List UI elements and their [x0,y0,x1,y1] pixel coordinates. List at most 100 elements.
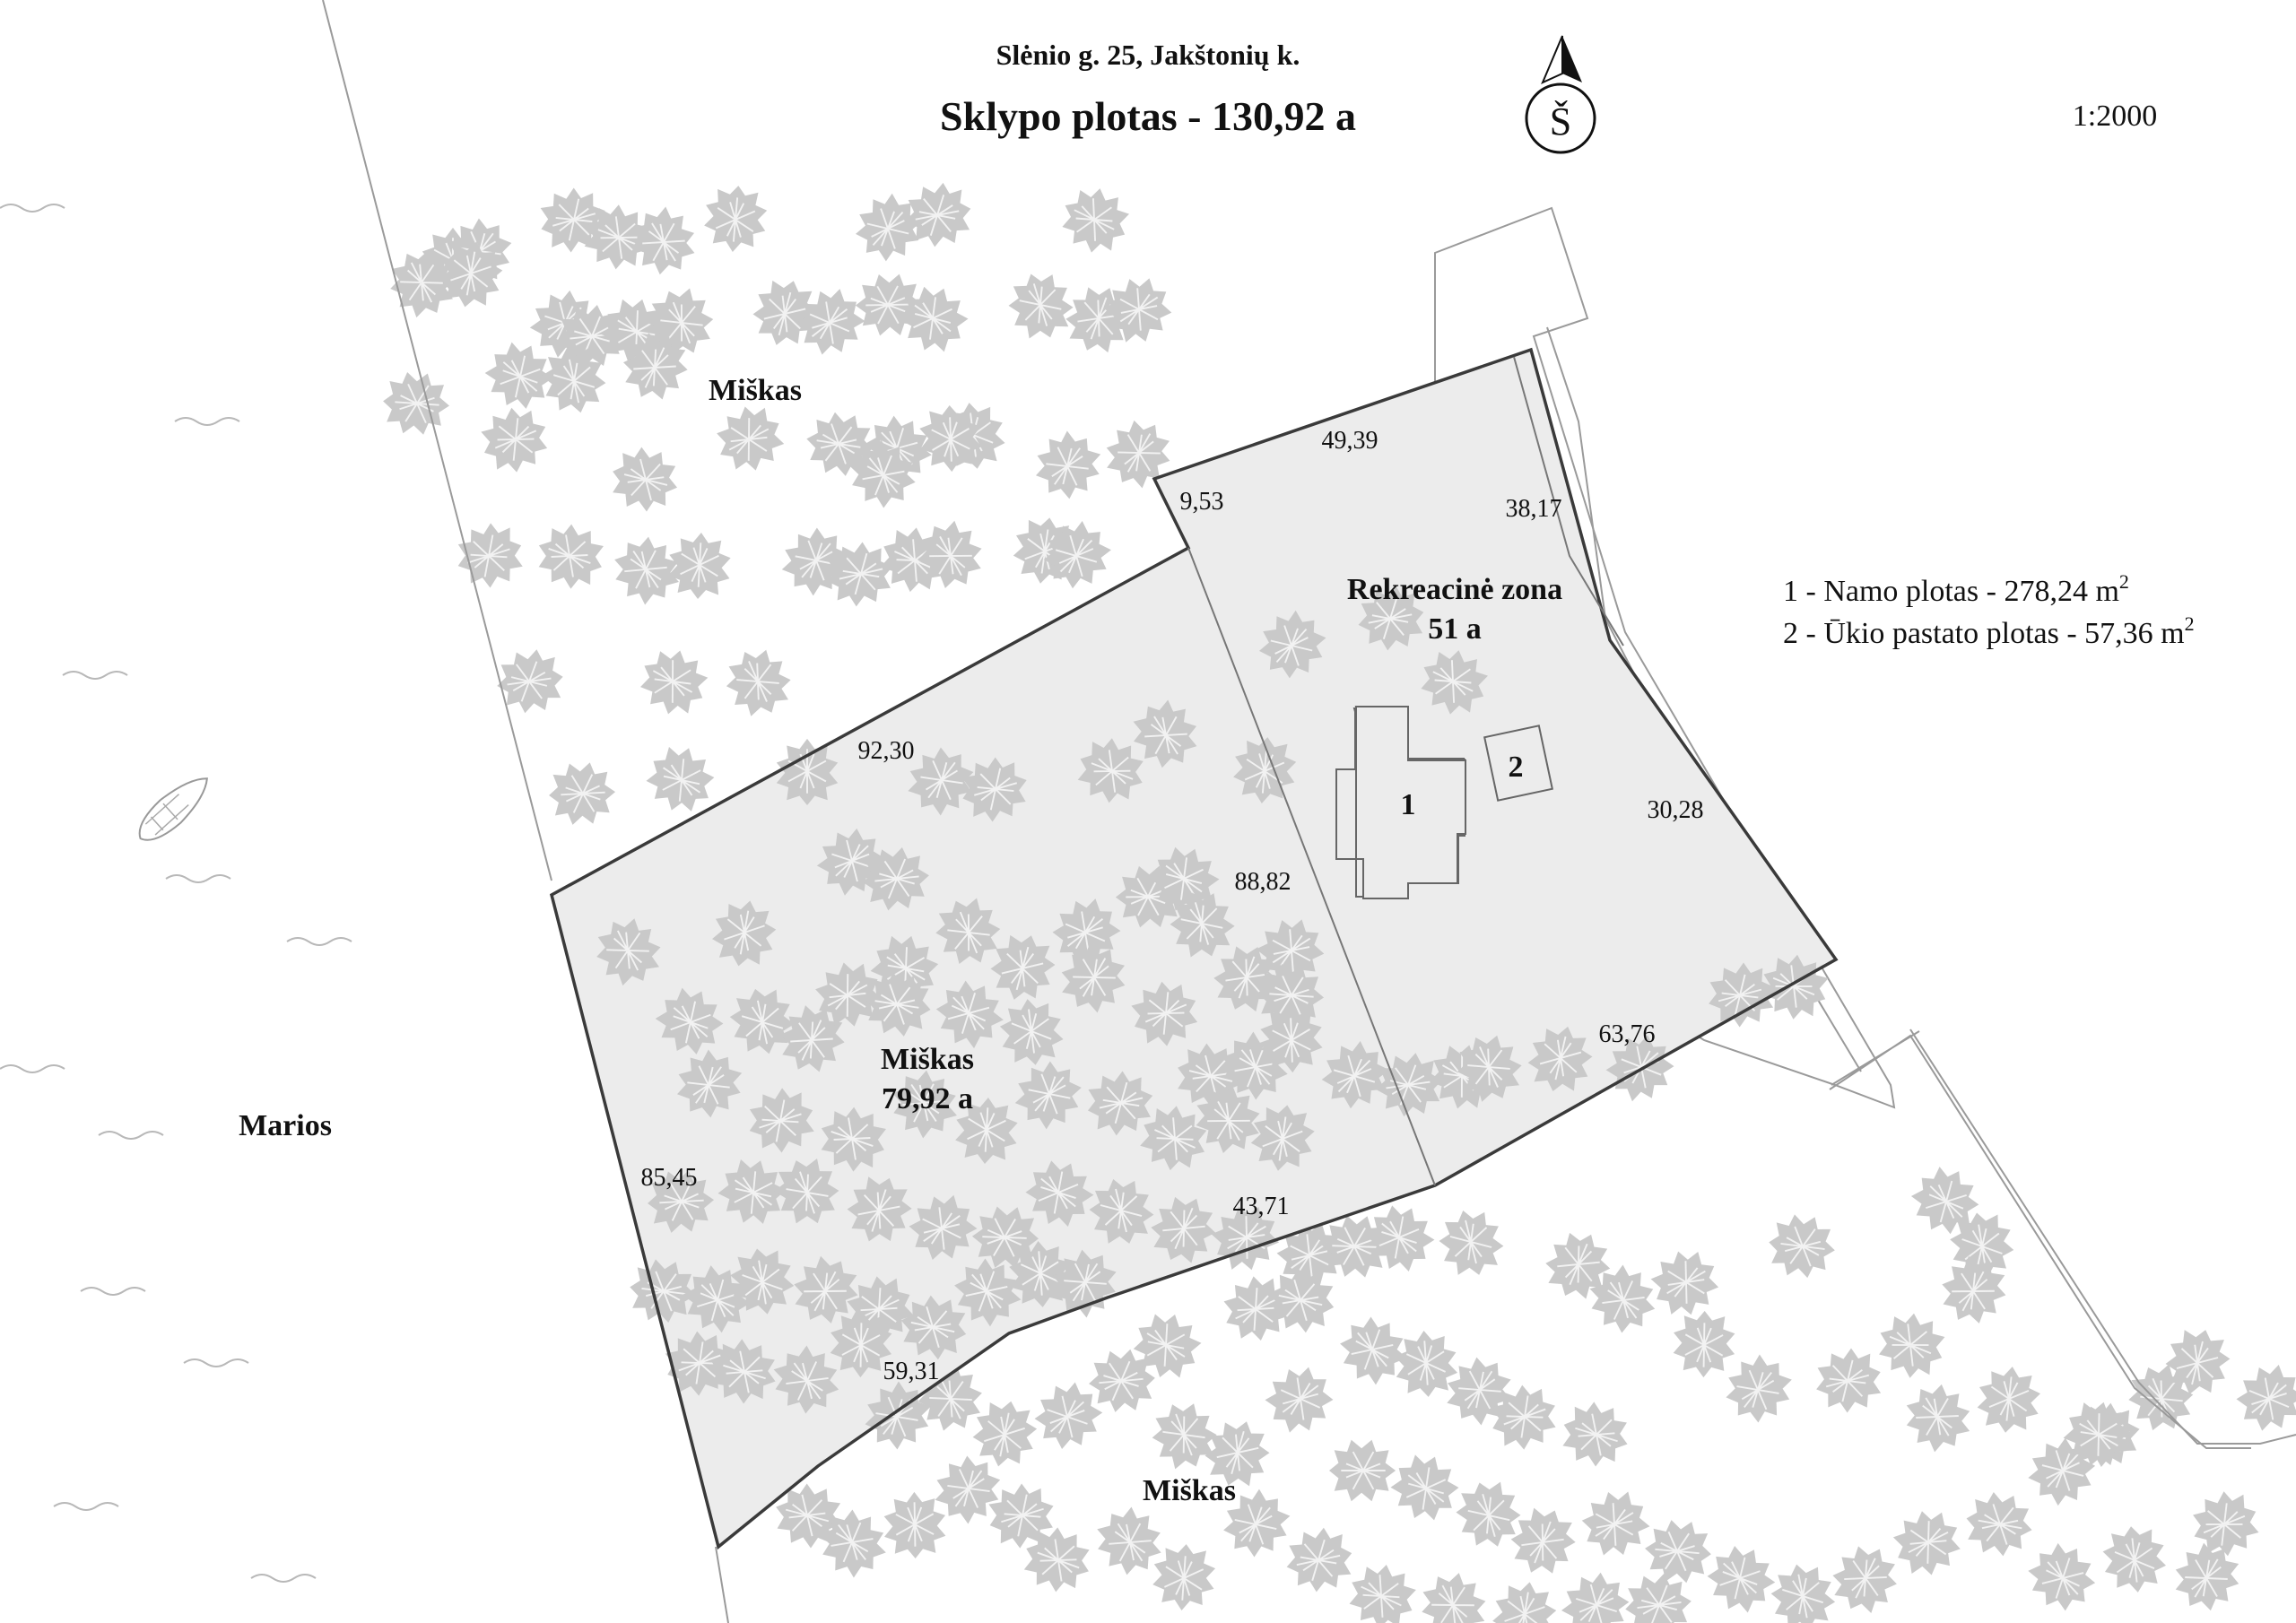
tree-icon [1143,1393,1226,1479]
tree-icon [1488,1576,1561,1623]
tree-icon [628,638,718,726]
road-edge-lower [1829,1030,2251,1449]
dimension-label: 38,17 [1506,495,1562,523]
dimension-label: 59,31 [883,1358,940,1385]
wave-icon [250,1574,317,1583]
legend-item-2: 2 - Ūkio pastato plotas - 57,36 m2 [1783,612,2195,650]
wave-icon [62,671,128,680]
tree-icon [1000,264,1081,348]
dimension-label: 63,76 [1599,1020,1656,1048]
zone-divider-line [1187,547,1436,1186]
tree-icon [2162,1532,2251,1623]
tree-icon [1337,1553,1426,1623]
wave-icon [174,417,240,426]
dimension-label: 49,39 [1322,427,1378,455]
tree-icon [1694,1532,1787,1623]
plot-forest-label: Miškas [881,1043,974,1076]
tree-icon [705,395,795,483]
tree-icon [604,440,686,518]
north-letter: Š [1550,100,1571,143]
tree-icon [1960,1487,2039,1561]
dimension-label: 9,53 [1180,488,1224,516]
house-1-wing [1335,768,1357,860]
dimension-label: 85,45 [641,1164,698,1192]
wave-icon [53,1502,119,1511]
recreation-zone-area-label: 51 a [1428,612,1482,646]
wave-icon [0,204,65,213]
tree-icon [665,530,733,602]
tree-icon [1279,1522,1360,1598]
tree-icon [967,1394,1042,1473]
tree-icon [1379,1442,1472,1533]
tree-icon [716,638,801,726]
house-1 [1355,706,1466,899]
boat-icon [138,777,208,841]
tree-icon [1050,177,1140,264]
wave-icon [0,1064,65,1073]
wave-icon [286,937,352,946]
plot-forest-area: 79,92 a [882,1082,973,1115]
outbuilding-number: 2 [1509,751,1524,784]
tree-icon [1712,1343,1805,1436]
address-title: Slėnio g. 25, Jakštonių k. [996,39,1300,71]
dimension-label: 88,82 [1235,868,1292,896]
tree-icon [1672,1309,1736,1379]
tree-icon [2100,1522,2170,1597]
tree-icon [1432,1202,1510,1284]
tree-icon [1764,1211,1839,1282]
north-arrow-icon: Š [1525,35,1596,154]
plot-area-title: Sklypo plotas - 130,92 a [940,93,1356,139]
tree-icon [1553,1394,1638,1475]
tree-icon [1893,1372,1982,1463]
lagoon-waves [0,204,352,1583]
house-number: 1 [1401,788,1416,821]
tree-icon [1641,1516,1715,1586]
wave-icon [98,1131,164,1140]
shoreline-line-south [715,1546,729,1623]
tree-icon [1549,1559,1642,1623]
plot-inner-edge [1513,356,1624,647]
tree-icon [784,276,876,369]
tree-icon [1022,420,1113,512]
dimension-label: 92,30 [858,737,915,765]
tree-icon [379,369,453,438]
recreation-zone-label: Rekreacinė zona [1347,573,1562,606]
wave-icon [80,1287,146,1296]
forest-north-label: Miškas [709,374,802,407]
tree-icon [471,397,559,482]
tree-icon [2016,1531,2109,1623]
tree-icon [1807,1341,1890,1420]
outbuilding-2 [1483,725,1553,802]
tree-icon [700,182,770,256]
tree-icon [1254,1354,1346,1445]
tree-icon [491,645,569,717]
lagoon-label: Marios [239,1109,332,1142]
wave-icon [183,1358,249,1367]
tree-icon [1570,1479,1661,1569]
tree-icon [1974,1362,2044,1437]
tree-icon [527,515,613,597]
tree-icon [2223,1352,2296,1445]
tree-icon [1328,1438,1397,1503]
tree-icon [1392,1327,1460,1401]
dimension-label: 43,71 [1233,1193,1290,1220]
tree-icon [2181,1482,2268,1567]
tree-icon [1867,1303,1954,1387]
tree-icon [1883,1499,1972,1586]
legend-item-1: 1 - Namo plotas - 278,24 m2 [1783,570,2129,608]
dimension-label: 30,28 [1648,796,1704,824]
tree-icon [1640,1238,1731,1327]
shoreline-line [322,0,552,881]
tree-icon [546,760,618,828]
map-scale: 1:2000 [2073,100,2157,133]
plot-boundary [549,347,1839,1550]
tree-icon [1822,1534,1909,1623]
tree-icon [1084,1496,1175,1587]
tree-icon [1326,1304,1419,1397]
wave-icon [165,874,231,883]
tree-icon [1409,1561,1497,1623]
forest-south-label: Miškas [1143,1474,1236,1507]
tree-icon [1765,1558,1840,1623]
tree-icon [883,1490,947,1560]
